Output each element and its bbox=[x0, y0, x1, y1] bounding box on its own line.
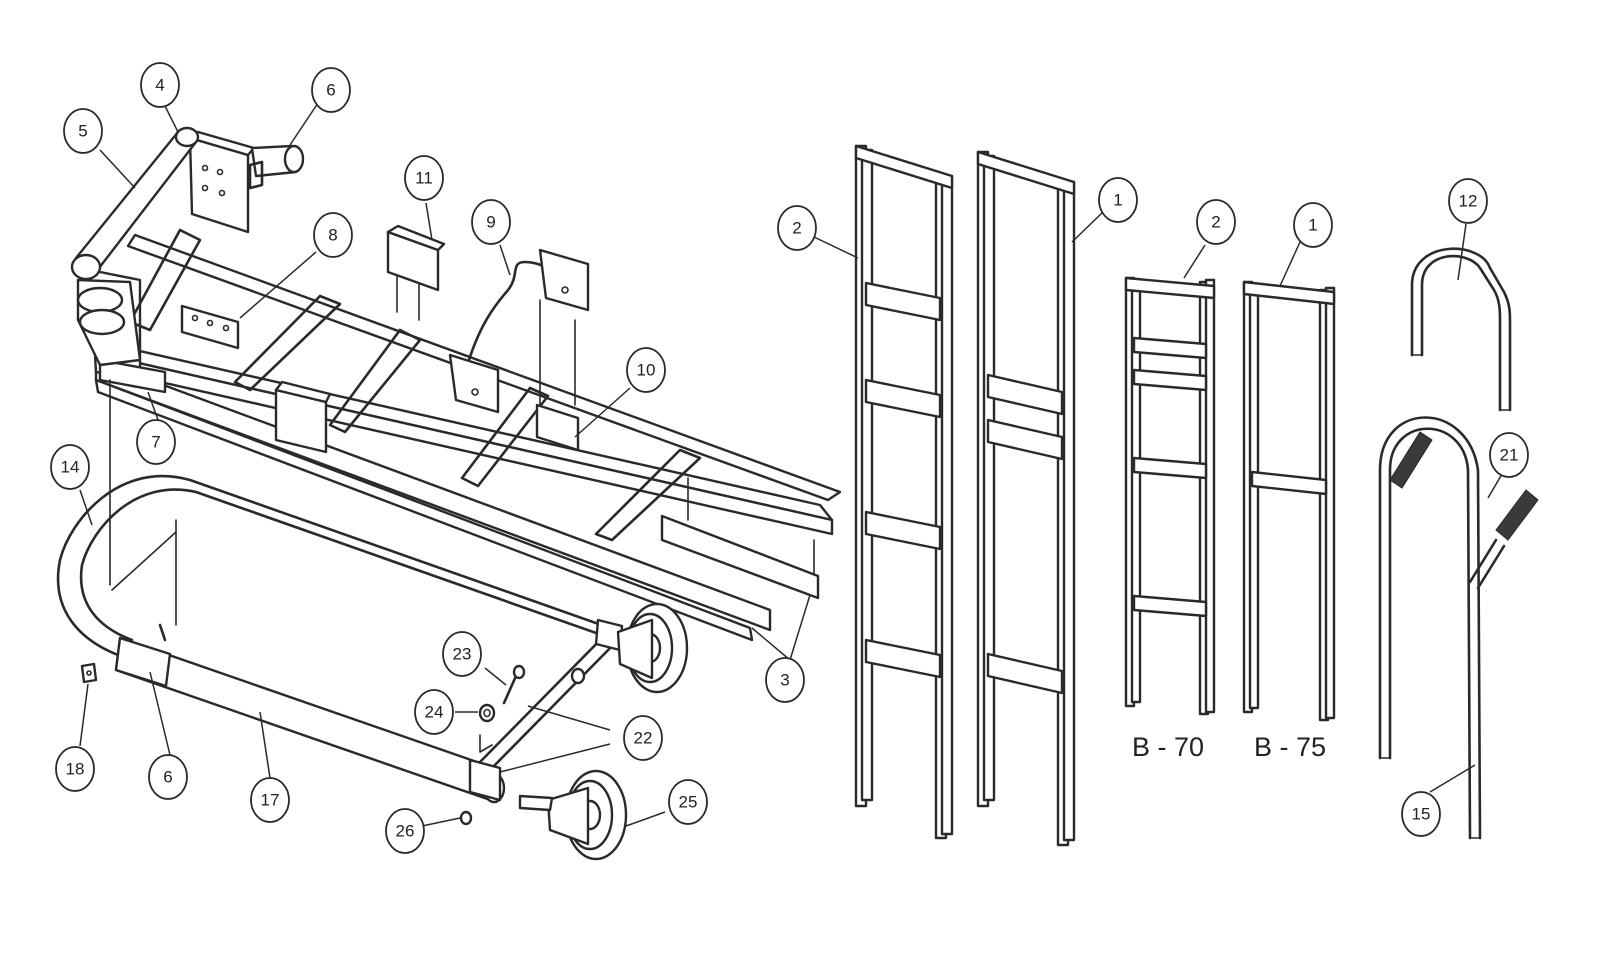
callout-14-label: 14 bbox=[61, 458, 80, 477]
callout-26-label: 26 bbox=[396, 822, 415, 841]
callout-7: 7 bbox=[136, 419, 176, 465]
callout-24: 24 bbox=[414, 689, 454, 735]
end-cap-assembly bbox=[76, 278, 142, 367]
part-26-washer bbox=[459, 810, 473, 826]
callout-18: 18 bbox=[55, 746, 95, 792]
callout-17-label: 17 bbox=[261, 791, 280, 810]
part-25-wheel-upper bbox=[616, 602, 689, 694]
callout-9: 9 bbox=[471, 199, 511, 245]
part-22-axle bbox=[468, 618, 624, 802]
part-25-wheel-lower bbox=[518, 769, 628, 861]
callout-11: 11 bbox=[404, 155, 444, 201]
callout-8-label: 8 bbox=[328, 226, 337, 245]
callout-10: 10 bbox=[626, 347, 666, 393]
callout-5: 5 bbox=[63, 108, 103, 154]
callout-8: 8 bbox=[313, 212, 353, 258]
part-12-handle bbox=[1410, 247, 1512, 412]
callout-10-label: 10 bbox=[637, 361, 656, 380]
callout-6-bottom-label: 6 bbox=[163, 768, 172, 787]
part-4-bracket bbox=[188, 130, 256, 234]
callout-1-large-label: 1 bbox=[1113, 191, 1122, 210]
callout-leaders bbox=[79, 102, 1503, 827]
ladder-section-2-large bbox=[854, 144, 954, 840]
callout-1-large: 1 bbox=[1098, 177, 1138, 223]
callout-23: 23 bbox=[442, 631, 482, 677]
part-9-lever-handle bbox=[448, 248, 590, 414]
callout-3-label: 3 bbox=[780, 671, 789, 690]
callout-2-b70-label: 2 bbox=[1211, 213, 1220, 232]
ladder-section-b75 bbox=[1242, 280, 1336, 722]
callout-21: 21 bbox=[1489, 432, 1529, 478]
callout-2-b70: 2 bbox=[1196, 199, 1236, 245]
part-15-handle bbox=[1378, 416, 1482, 840]
callout-1-b75: 1 bbox=[1293, 202, 1333, 248]
part-6-roller-top bbox=[248, 144, 305, 190]
callout-17: 17 bbox=[250, 777, 290, 823]
part-11-clip bbox=[386, 224, 446, 292]
carriage-frame bbox=[88, 228, 842, 642]
callout-5-label: 5 bbox=[78, 122, 87, 141]
callout-6-top: 6 bbox=[311, 67, 351, 113]
part-21-grip bbox=[1389, 431, 1539, 590]
callout-22-label: 22 bbox=[634, 729, 653, 748]
callout-25: 25 bbox=[668, 779, 708, 825]
callout-6-top-label: 6 bbox=[326, 81, 335, 100]
callout-1-b75-label: 1 bbox=[1308, 216, 1317, 235]
callout-7-label: 7 bbox=[151, 433, 160, 452]
part-14-u-bar bbox=[56, 474, 618, 657]
callout-4: 4 bbox=[140, 62, 180, 108]
callout-26: 26 bbox=[385, 808, 425, 854]
part-17-axle-tube bbox=[114, 623, 506, 804]
callout-24-label: 24 bbox=[425, 703, 444, 722]
callout-22: 22 bbox=[623, 715, 663, 761]
callout-2-large: 2 bbox=[777, 205, 817, 251]
callout-25-label: 25 bbox=[679, 793, 698, 812]
callout-4-label: 4 bbox=[155, 76, 164, 95]
callout-11-label: 11 bbox=[415, 169, 433, 188]
callout-12: 12 bbox=[1448, 178, 1488, 224]
ladder-section-b70 bbox=[1124, 276, 1216, 716]
part-18-clip bbox=[80, 662, 98, 684]
callout-9-label: 9 bbox=[486, 213, 495, 232]
part-5-roller-tube bbox=[70, 126, 200, 281]
callout-6-bottom: 6 bbox=[148, 754, 188, 800]
callout-2-large-label: 2 bbox=[792, 219, 801, 238]
callout-15: 15 bbox=[1401, 791, 1441, 837]
ladder-section-1-large bbox=[976, 150, 1076, 847]
callout-14: 14 bbox=[50, 444, 90, 490]
callout-23-label: 23 bbox=[453, 645, 472, 664]
part-23-bolt bbox=[502, 664, 526, 705]
callout-12-label: 12 bbox=[1459, 192, 1478, 211]
part-24-nut bbox=[478, 703, 496, 753]
callout-3: 3 bbox=[765, 657, 805, 703]
callout-21-label: 21 bbox=[1500, 446, 1519, 465]
callout-18-label: 18 bbox=[66, 760, 85, 779]
model-label-b70: B - 70 bbox=[1132, 732, 1204, 762]
callout-15-label: 15 bbox=[1412, 805, 1431, 824]
model-label-b75: B - 75 bbox=[1254, 732, 1326, 762]
